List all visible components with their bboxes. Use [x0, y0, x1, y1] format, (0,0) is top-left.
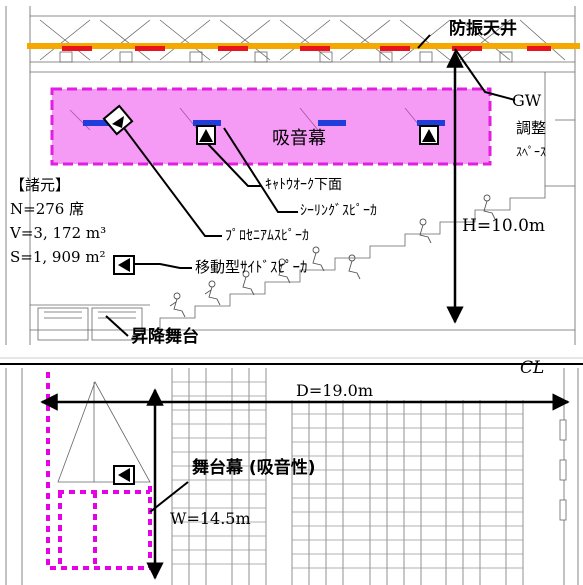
lift-stage-label: 昇降舞台: [131, 327, 199, 347]
ceiling-speakers: [83, 120, 445, 145]
proscenium-speaker: [102, 104, 134, 136]
specs-volume: V=3, 172 m³: [10, 224, 107, 242]
audience-figures: [169, 194, 496, 318]
specs-title: 【諸元】: [10, 176, 71, 194]
specs-seats: N=276 席: [10, 200, 85, 218]
height-label: H=10.0m: [462, 216, 546, 236]
center-line-label: CL: [520, 358, 545, 378]
side-speaker-section: [113, 255, 135, 275]
depth-label: D=19.0m: [296, 381, 374, 400]
absorption-curtain-label: 吸音幕: [272, 128, 326, 149]
proscenium-speaker-label: ﾌﾟﾛｾﾆｱﾑｽﾋﾟｰｶ: [225, 228, 309, 244]
side-speaker-label: 移動型ｻｲﾄﾞｽﾋﾟｰｶ: [195, 258, 308, 276]
gw-label: GW: [512, 91, 542, 110]
side-speaker-plan: [113, 465, 135, 485]
width-label: W=14.5m: [170, 509, 251, 528]
ceiling-speaker-label: ｼｰﾘﾝｸﾞｽﾋﾟｰｶ: [300, 203, 377, 219]
stage-curtain-label: 舞台幕 (吸音性): [192, 458, 316, 478]
specs-surface: S=1, 909 m²: [10, 248, 106, 266]
ceiling-label: 防振天井: [449, 19, 517, 39]
plan-view: [5, 368, 579, 585]
catwalk-label: ｷｬﾄｳｵｰｸ下面: [265, 177, 342, 193]
adjust-space-label-1: 調整: [516, 119, 547, 137]
ceiling-bar: [27, 43, 580, 51]
adjust-space-label-2: ｽﾍﾟｰｽ: [516, 145, 547, 159]
section-view: [5, 6, 576, 345]
